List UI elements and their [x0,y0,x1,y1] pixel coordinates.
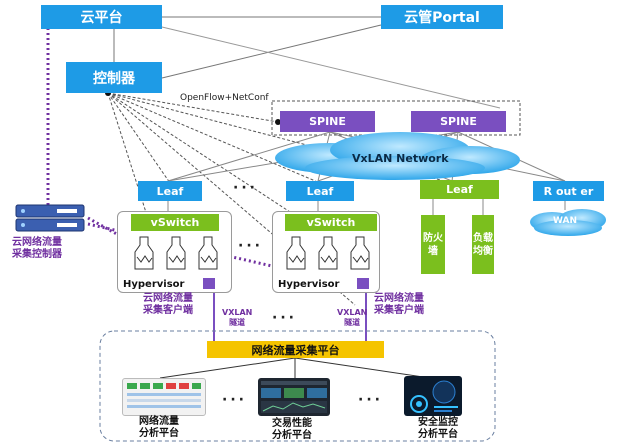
capture-agent-marker [357,278,369,289]
collection-platform-box: 网络流量采集平台 [207,341,384,358]
firewall-label: 防火 墙 [423,232,443,257]
spine-box-2: SPINE [411,111,506,132]
router-box: R out er [533,181,604,201]
leaf-label: Leaf [306,184,334,198]
vswitch-label: vSwitch [306,216,356,229]
server-icon [15,204,85,232]
vm-icon [350,236,370,270]
vswitch-box-2: vSwitch [285,214,377,231]
spine-box-1: SPINE [280,111,375,132]
analytics-ellipsis: ··· [358,392,383,408]
tunnel-ellipsis: ··· [272,310,297,326]
collection-platform-label: 网络流量采集平台 [251,343,340,357]
host-ellipsis: ··· [238,238,263,254]
controller-box: 控制器 [66,62,162,93]
analytics-label-traffic: 网络流量 分析平台 [139,416,179,439]
security-analytics-screenshot [404,376,462,416]
vm-icon [166,236,186,270]
leaf-box-1: Leaf [138,181,202,201]
controller-label: 控制器 [93,70,135,87]
firewall-box: 防火 墙 [421,215,445,274]
vm-icon [198,236,218,270]
cloud-platform-label: 云平台 [80,10,123,26]
spine-label: SPINE [440,115,477,128]
spine-label: SPINE [309,115,346,128]
vxlan-network-label: VxLAN Network [352,152,449,165]
cloud-platform-box: 云平台 [41,5,162,29]
hypervisor-label: Hypervisor [278,279,340,290]
transaction-analytics-screenshot [258,378,330,416]
load-balancer-label: 负载 均衡 [473,232,493,257]
wan-cloud [530,209,606,236]
traffic-analytics-screenshot [122,378,206,416]
leaf-box-3: Leaf [420,180,499,199]
router-label: R out er [543,184,594,198]
leaf-label: Leaf [446,183,473,196]
vswitch-box-1: vSwitch [131,214,219,231]
analytics-label-security: 安全监控 分析平台 [418,417,458,440]
collector-label: 云网络流量 采集控制器 [12,237,62,260]
leaf-ellipsis: ··· [233,180,258,196]
leaf-box-2: Leaf [286,181,354,201]
vm-icon [286,236,306,270]
capture-client-label: 云网络流量 采集客户端 [374,293,424,316]
vxlan-tunnel-label: VXLAN 隧道 [337,308,368,327]
capture-agent-marker [203,278,215,289]
vxlan-tunnel-label: VXLAN 隧道 [222,308,253,327]
load-balancer-box: 负载 均衡 [472,215,494,274]
vm-icon [318,236,338,270]
leaf-label: Leaf [156,184,184,198]
vswitch-label: vSwitch [150,216,200,229]
vxlan-cloud [275,132,520,180]
capture-client-label: 云网络流量 采集客户端 [143,293,193,316]
wan-label: WAN [553,216,578,226]
hypervisor-label: Hypervisor [123,279,185,290]
cloud-portal-label: 云管Portal [404,10,480,26]
cloud-portal-box: 云管Portal [381,5,503,29]
analytics-ellipsis: ··· [222,392,247,408]
protocol-label: OpenFlow+NetConf [180,93,269,103]
vm-icon [134,236,154,270]
analytics-label-transaction: 交易性能 分析平台 [272,418,312,441]
